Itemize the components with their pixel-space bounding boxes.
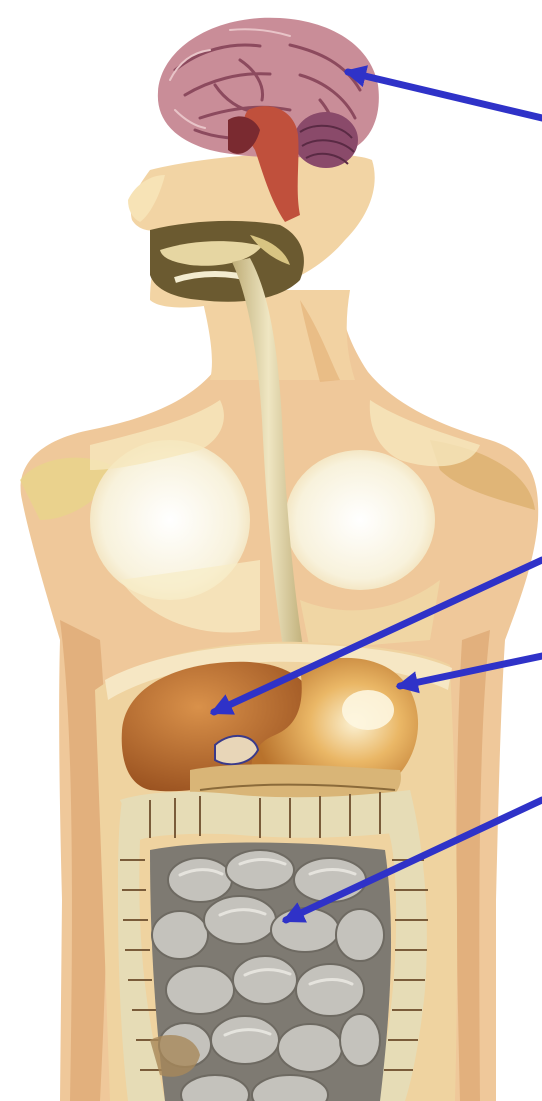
mouth-cavity <box>150 221 304 302</box>
head <box>128 18 379 308</box>
